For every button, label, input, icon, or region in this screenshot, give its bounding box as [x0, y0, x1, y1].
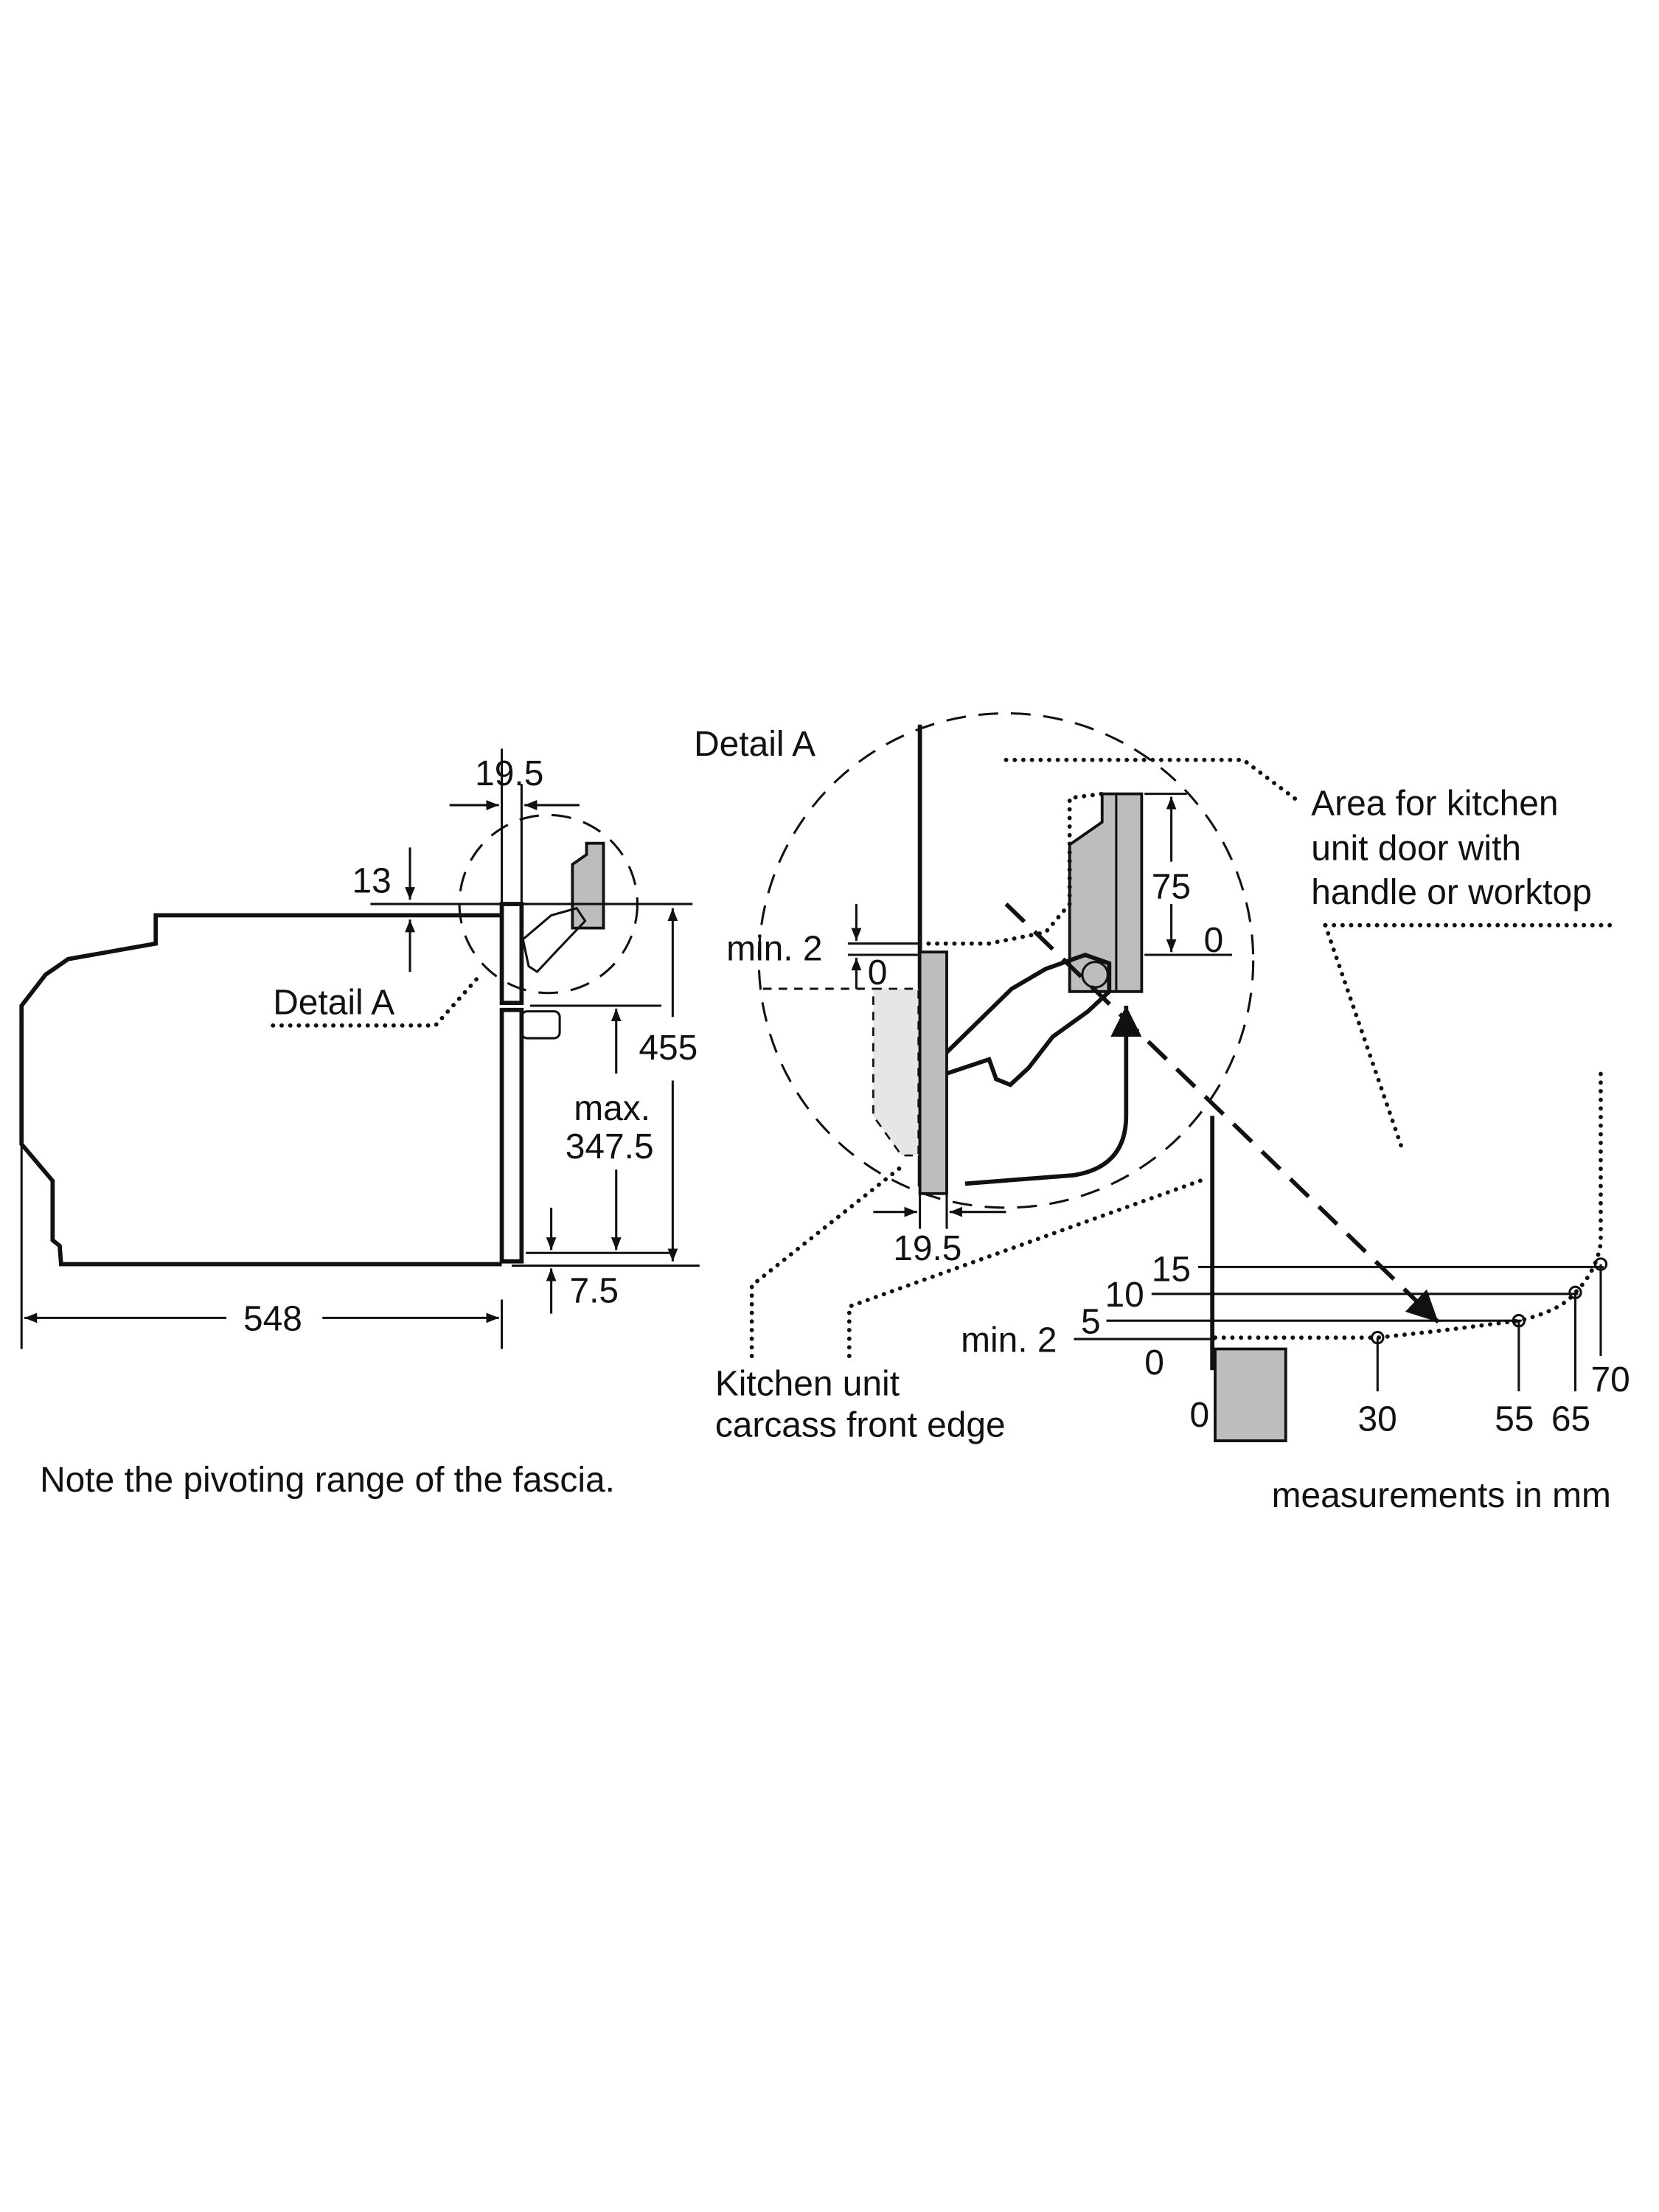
- units-note: measurements in mm: [1272, 1476, 1611, 1515]
- dim-max-label: max.: [574, 1089, 650, 1128]
- door-panel-small: [571, 841, 605, 930]
- pivot-direction-arrow: [964, 1005, 1142, 1186]
- detail-a-circle: [757, 712, 1255, 1209]
- detail-a-view: Detail A min. 2 0 75 0 19.5: [694, 712, 1440, 1324]
- knob: [520, 1010, 561, 1040]
- oven-side-view: 19.5 13 455 max. 347.5 7.5 548 Detail A: [19, 748, 700, 1349]
- carcass-label-line1: Kitchen unit: [715, 1365, 900, 1404]
- dim-548: 548: [243, 1300, 302, 1339]
- graph-y-5: 5: [1081, 1302, 1101, 1341]
- oven-body-outline: [19, 913, 502, 1267]
- detail-a-title: Detail A: [694, 725, 815, 764]
- detail-0-left: 0: [868, 953, 888, 992]
- detail-19-5: 19.5: [893, 1229, 961, 1268]
- detail-0-right: 0: [1204, 921, 1224, 960]
- graph-y-10: 10: [1105, 1276, 1144, 1315]
- graph-y-0: 0: [1144, 1343, 1164, 1382]
- door-panel: [1068, 792, 1144, 993]
- graph-x-0: 0: [1190, 1396, 1210, 1435]
- graph-y-15: 15: [1152, 1251, 1191, 1290]
- graph-y-min2: min. 2: [961, 1321, 1057, 1360]
- dim-7-5: 7.5: [570, 1271, 619, 1310]
- detail-min2: min. 2: [726, 930, 822, 969]
- graph-x-65: 65: [1551, 1400, 1590, 1439]
- graph-x-30: 30: [1357, 1400, 1397, 1439]
- carcass-label-line2: carcass front edge: [715, 1405, 1006, 1444]
- pivot-range-curve: [1213, 1064, 1603, 1340]
- dim-13: 13: [352, 862, 391, 901]
- hinge-arm: [945, 952, 1112, 1088]
- detail-75: 75: [1152, 867, 1191, 906]
- dim-347-5: 347.5: [566, 1127, 654, 1166]
- area-label-line2: unit door with: [1311, 830, 1521, 869]
- graph-x-70: 70: [1591, 1360, 1630, 1399]
- detail-a-left-label: Detail A: [273, 983, 394, 1022]
- dim-455: 455: [639, 1029, 698, 1068]
- carcass-hidden-area: [872, 987, 920, 1157]
- hinge-arm-small: [521, 907, 587, 974]
- graph-x-55: 55: [1495, 1400, 1534, 1439]
- dim-19-5-top: 19.5: [475, 754, 543, 793]
- fascia-lower: [499, 1007, 524, 1264]
- area-label-line1: Area for kitchen: [1311, 784, 1558, 823]
- fascia-panel: [918, 950, 948, 1195]
- pivot-range-graph: 15 10 5 min. 2 0 0 30 55 65 70: [961, 1064, 1630, 1442]
- area-label-line3: handle or worktop: [1311, 873, 1592, 912]
- pivot-note: Note the pivoting range of the fascia.: [40, 1461, 615, 1500]
- pivot-path-arrow: [1004, 902, 1440, 1324]
- carcass-section: [1214, 1347, 1287, 1442]
